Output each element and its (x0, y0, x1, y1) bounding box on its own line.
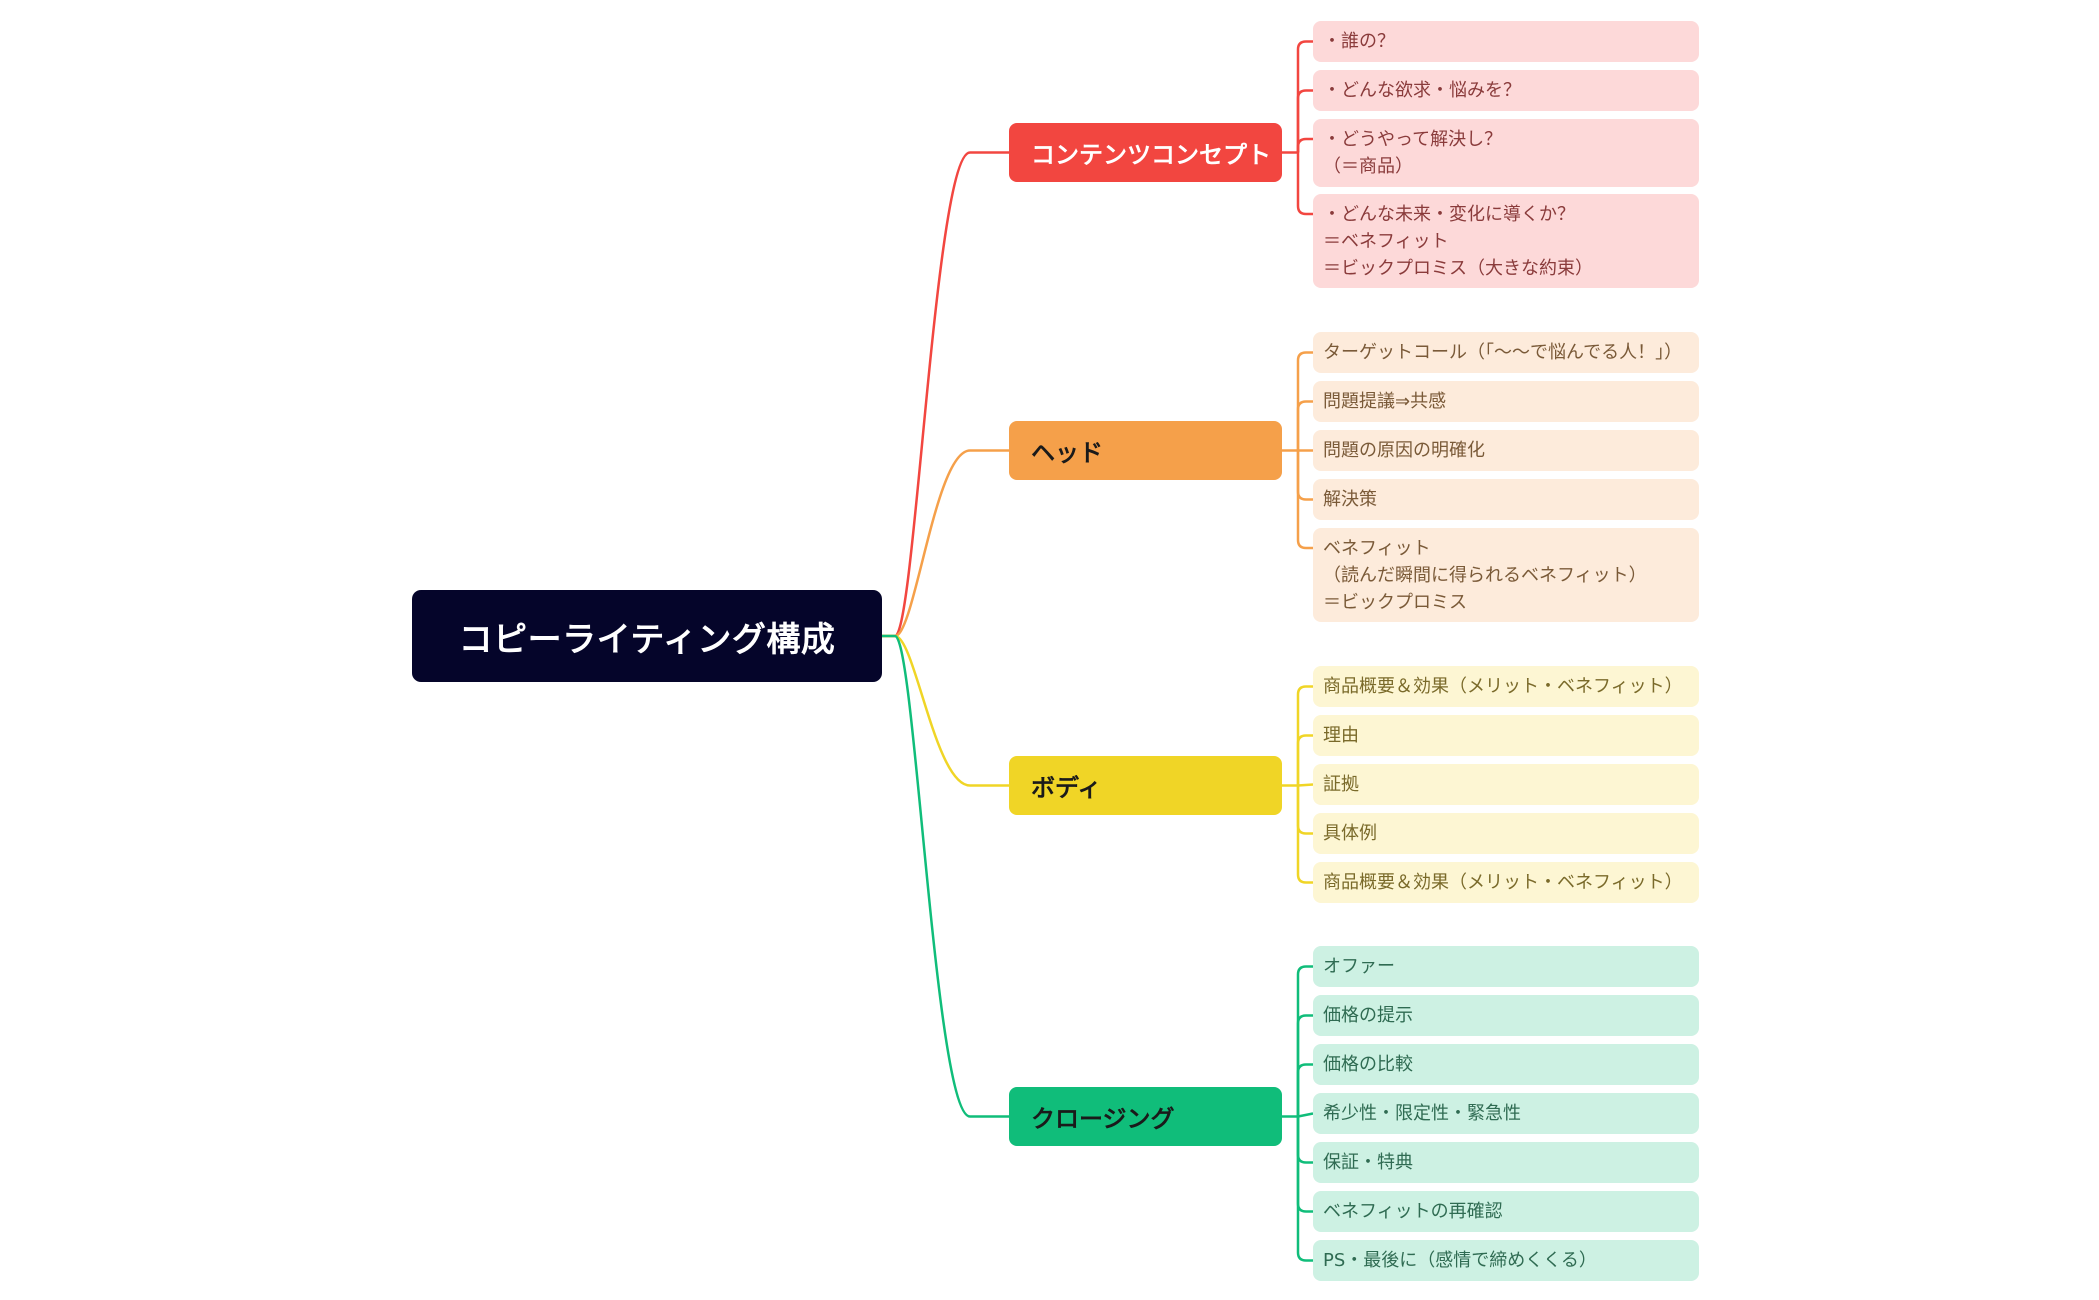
branch-to-leaf-link (1296, 137, 1313, 153)
root-to-branch-link (882, 151, 1009, 638)
leaf-node[interactable]: 具体例 (1313, 813, 1699, 854)
leaf-node[interactable]: 商品概要＆効果（メリット・ベネフィット） (1313, 862, 1699, 903)
leaf-node[interactable]: 商品概要＆効果（メリット・ベネフィット） (1313, 666, 1699, 707)
branch-to-leaf-link (1296, 685, 1313, 786)
branch-to-leaf-link (1296, 1116, 1313, 1164)
branch-to-leaf-link (1297, 1112, 1314, 1118)
branch-label: クロージング (1031, 1105, 1175, 1133)
branch-to-leaf-link (1297, 783, 1314, 787)
root-to-branch-link (882, 449, 1009, 638)
leaf-node[interactable]: ・誰の？ (1313, 21, 1699, 62)
leaf-label: ターゲットコール（「〜〜で悩んでる人！」） (1323, 342, 1683, 363)
root-label: コピーライティング構成 (458, 619, 836, 660)
branch-label: ボディ (1031, 774, 1102, 802)
branch-to-leaf-link (1296, 152, 1313, 216)
root-node[interactable]: コピーライティング構成 (412, 590, 882, 682)
leaf-label: ・どうやって解決し？ （＝商品） (1323, 129, 1503, 177)
branch-node-content-concept[interactable]: コンテンツコンセプト (1009, 123, 1282, 182)
leaf-node[interactable]: オファー (1313, 946, 1699, 987)
leaf-label: ベネフィット （読んだ瞬間に得られるベネフィット） ＝ビックプロミス (1323, 537, 1647, 613)
branch-to-leaf-link (1296, 785, 1313, 884)
branch-to-leaf-link (1296, 40, 1313, 153)
branch-label: コンテンツコンセプト (1031, 141, 1271, 169)
leaf-node[interactable]: ・どうやって解決し？ （＝商品） (1313, 119, 1699, 187)
leaf-label: 具体例 (1323, 823, 1377, 844)
leaf-label: ・誰の？ (1323, 31, 1395, 52)
branch-to-leaf-link (1296, 1116, 1313, 1213)
leaf-node[interactable]: ベネフィット （読んだ瞬間に得られるベネフィット） ＝ビックプロミス (1313, 528, 1699, 622)
leaf-label: 商品概要＆効果（メリット・ベネフィット） (1323, 676, 1683, 697)
branch-to-leaf-link (1296, 734, 1313, 786)
leaf-label: 問題提議⇒共感 (1323, 391, 1447, 412)
leaf-node[interactable]: 解決策 (1313, 479, 1699, 520)
branch-to-leaf-link (1296, 1116, 1313, 1262)
leaf-node[interactable]: 証拠 (1313, 764, 1699, 805)
leaf-node[interactable]: 問題提議⇒共感 (1313, 381, 1699, 422)
leaf-node[interactable]: 価格の提示 (1313, 995, 1699, 1036)
branch-to-leaf-link (1296, 450, 1313, 550)
leaf-node[interactable]: ベネフィットの再確認 (1313, 1191, 1699, 1232)
leaf-label: 価格の比較 (1323, 1054, 1413, 1075)
leaf-label: ・どんな欲求・悩みを？ (1323, 80, 1521, 101)
branch-to-leaf-link (1296, 450, 1313, 501)
branch-to-leaf-link (1296, 1014, 1313, 1117)
root-to-branch-link (882, 634, 1009, 787)
branch-to-leaf-link (1296, 965, 1313, 1117)
leaf-label: 価格の提示 (1323, 1005, 1413, 1026)
branch-to-leaf-link (1296, 1063, 1313, 1117)
leaf-label: ・どんな未来・変化に導くか？ ＝ベネフィット ＝ビックプロミス（大きな約束） (1323, 203, 1593, 279)
branch-node-head[interactable]: ヘッド (1009, 421, 1282, 480)
leaf-label: オファー (1323, 956, 1395, 977)
leaf-node[interactable]: 価格の比較 (1313, 1044, 1699, 1085)
leaf-label: PS・最後に（感情で締めくくる） (1323, 1250, 1597, 1271)
leaf-label: 保証・特典 (1323, 1152, 1413, 1173)
leaf-label: 証拠 (1323, 774, 1359, 795)
root-to-branch-link (882, 634, 1009, 1118)
leaf-label: 希少性・限定性・緊急性 (1323, 1103, 1521, 1124)
leaf-label: 理由 (1323, 725, 1359, 746)
leaf-label: ベネフィットの再確認 (1323, 1201, 1503, 1222)
branch-to-leaf-link (1296, 89, 1313, 153)
branch-to-leaf-link (1296, 400, 1313, 451)
leaf-node[interactable]: ・どんな欲求・悩みを？ (1313, 70, 1699, 111)
leaf-label: 解決策 (1323, 489, 1377, 510)
leaf-label: 問題の原因の明確化 (1323, 440, 1485, 461)
leaf-node[interactable]: 希少性・限定性・緊急性 (1313, 1093, 1699, 1134)
leaf-node[interactable]: PS・最後に（感情で締めくくる） (1313, 1240, 1699, 1281)
branch-label: ヘッド (1031, 439, 1103, 467)
leaf-node[interactable]: ・どんな未来・変化に導くか？ ＝ベネフィット ＝ビックプロミス（大きな約束） (1313, 194, 1699, 288)
leaf-node[interactable]: 問題の原因の明確化 (1313, 430, 1699, 471)
branch-to-leaf-link (1296, 351, 1313, 451)
branch-node-body[interactable]: ボディ (1009, 756, 1282, 815)
leaf-node[interactable]: ターゲットコール（「〜〜で悩んでる人！」） (1313, 332, 1699, 373)
branch-to-leaf-link (1296, 785, 1313, 835)
leaf-label: 商品概要＆効果（メリット・ベネフィット） (1323, 872, 1683, 893)
leaf-node[interactable]: 保証・特典 (1313, 1142, 1699, 1183)
branch-node-closing[interactable]: クロージング (1009, 1087, 1282, 1146)
leaf-node[interactable]: 理由 (1313, 715, 1699, 756)
